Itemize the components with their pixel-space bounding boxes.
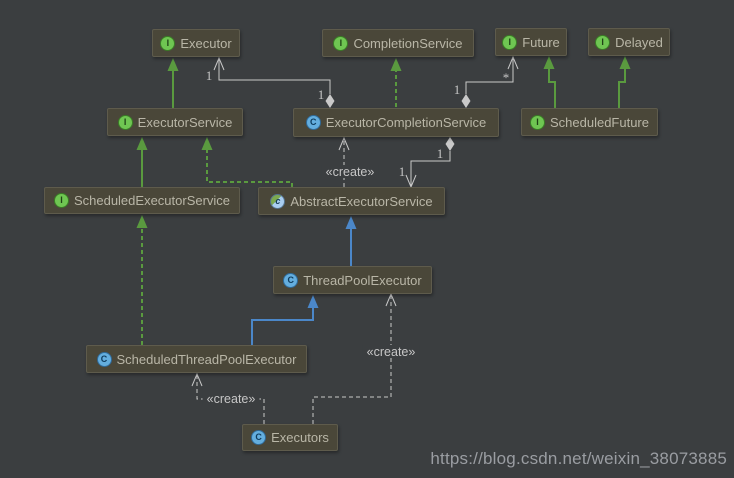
class-node-scheduled-executor-service[interactable]: I ScheduledExecutorService: [44, 187, 240, 214]
interface-icon: I: [333, 35, 349, 51]
interface-icon: I: [502, 34, 518, 50]
class-node-label: Executors: [271, 430, 329, 445]
edge-executorcompletionservice-aggregates-abstractexecutorservice: 11: [399, 137, 455, 189]
edge-executors-creates-threadpoolexecutor: «create»: [312, 292, 420, 424]
edge-label-create: «create»: [367, 345, 416, 359]
edge-scheduledthreadpoolexecutor-implements-scheduledexecutorservice: [136, 215, 148, 345]
interface-icon: I: [160, 35, 176, 51]
edge-label-multiplicity: 1: [206, 68, 213, 83]
edge-abstractexecutorservice-implements-executorservice: [201, 137, 293, 187]
edge-executors-creates-scheduledthreadpoolexecutor: «create»: [191, 372, 265, 424]
edge-threadpoolexecutor-extends-abstractexecutorservice: [345, 216, 357, 266]
interface-icon: I: [53, 193, 69, 208]
interface-icon: I: [529, 114, 545, 130]
edge-executorcompletionservice-aggregates-future: *1: [454, 55, 519, 108]
class-node-label: ThreadPoolExecutor: [303, 272, 422, 288]
watermark-url: https://blog.csdn.net/weixin_38073885: [430, 449, 727, 468]
edge-scheduledfuture-extends-future: [543, 56, 556, 108]
edge-executorservice-extends-executor: [167, 58, 179, 108]
edge-abstractexecutorservice-creates-executorcompletionservice: «create»: [321, 136, 379, 187]
edge-scheduledthreadpoolexecutor-extends-threadpoolexecutor: [251, 295, 319, 345]
class-node-label: ExecutorCompletionService: [325, 115, 487, 130]
class-node-label: AbstractExecutorService: [290, 193, 433, 209]
edge-executorcompletionservice-aggregates-executor: 11: [206, 56, 335, 108]
class-node-executor-completion-service[interactable]: C ExecutorCompletionService: [293, 108, 499, 137]
edge-label-create: «create»: [326, 165, 375, 179]
class-node-label: ScheduledExecutorService: [73, 193, 231, 208]
class-node-label: CompletionService: [353, 35, 463, 51]
interface-icon: I: [595, 34, 611, 50]
abstract-class-icon: c: [270, 193, 286, 209]
edge-label-multiplicity: 1: [318, 87, 325, 102]
edge-label-create: «create»: [207, 392, 256, 406]
edge-executorcompletionservice-implements-completionservice: [390, 58, 402, 107]
edge-label-multiplicity: 1: [437, 146, 444, 161]
class-node-label: Delayed: [615, 34, 663, 50]
class-node-executors[interactable]: C Executors: [242, 424, 338, 451]
class-icon: C: [251, 430, 267, 445]
interface-icon: I: [117, 114, 133, 130]
edge-scheduledfuture-extends-delayed: [618, 56, 631, 108]
class-node-label: ScheduledThreadPoolExecutor: [116, 351, 297, 367]
edge-label-multiplicity: *: [503, 70, 510, 85]
class-node-label: Executor: [180, 35, 232, 51]
edge-label-multiplicity: 1: [399, 164, 406, 179]
class-node-label: ScheduledFuture: [549, 114, 649, 130]
class-node-label: ExecutorService: [137, 114, 233, 130]
class-icon: C: [96, 351, 112, 367]
edge-scheduledexecutorservice-extends-executorservice: [136, 137, 148, 187]
class-icon: C: [305, 115, 321, 130]
class-icon: C: [283, 272, 299, 288]
class-node-label: Future: [522, 34, 560, 50]
edge-label-multiplicity: 1: [454, 82, 461, 97]
